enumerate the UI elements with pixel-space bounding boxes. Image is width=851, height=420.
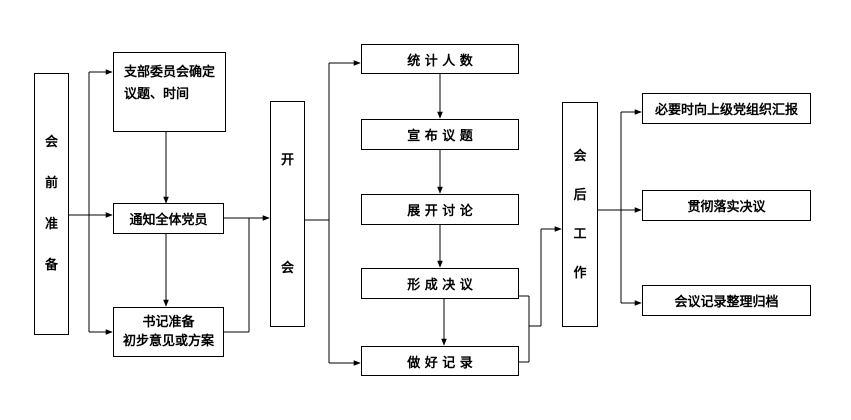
secretary-prepare-line2: 初步意见或方案 <box>122 334 214 349</box>
pre-meeting-char-3: 准 <box>44 217 58 232</box>
post-meeting-char-1: 会 <box>573 148 587 164</box>
record-label: 做 好 记 录 <box>407 355 473 371</box>
post-meeting-char-3: 工 <box>573 226 587 242</box>
archive-label: 会议记录整理归档 <box>674 295 779 310</box>
form-resolution-box: 形 成 决 议 <box>361 268 519 299</box>
pre-meeting-char-2: 前 <box>44 176 58 191</box>
report-superior-box: 必要时向上级党组织汇报 <box>642 93 811 124</box>
archive-box: 会议记录整理归档 <box>642 285 811 316</box>
secretary-prepare-line1: 书记准备 <box>142 315 195 330</box>
discuss-label: 展 开 讨 论 <box>407 204 473 219</box>
meeting-char-2: 会 <box>280 260 294 276</box>
post-meeting-box: 会 后 工 作 <box>562 102 598 327</box>
pre-meeting-char-4: 备 <box>44 258 58 273</box>
notify-members-box: 通知全体党员 <box>113 203 224 234</box>
count-people-label: 统 计 人 数 <box>407 53 473 69</box>
record-box: 做 好 记 录 <box>361 346 519 376</box>
implement-box: 贯彻落实决议 <box>642 190 811 221</box>
committee-decide-line1: 支部委员会确定 <box>124 65 216 80</box>
announce-topics-box: 宣 布 议 题 <box>361 119 519 150</box>
meeting-char-1: 开 <box>280 152 294 168</box>
pre-meeting-char-1: 会 <box>44 135 58 150</box>
committee-decide-box: 支部委员会确定 议题、时间 <box>113 52 226 132</box>
committee-decide-line2: 议题、时间 <box>124 87 190 102</box>
form-resolution-label: 形 成 决 议 <box>407 278 473 293</box>
count-people-box: 统 计 人 数 <box>361 44 519 74</box>
meeting-box: 开 会 <box>270 101 305 327</box>
implement-label: 贯彻落实决议 <box>687 200 766 215</box>
post-meeting-char-4: 作 <box>573 265 587 281</box>
report-superior-label: 必要时向上级党组织汇报 <box>654 103 798 118</box>
secretary-prepare-box: 书记准备 初步意见或方案 <box>113 307 224 357</box>
post-meeting-char-2: 后 <box>573 187 587 203</box>
notify-members-label: 通知全体党员 <box>129 213 208 228</box>
announce-topics-label: 宣 布 议 题 <box>407 129 473 144</box>
pre-meeting-box: 会 前 准 备 <box>34 73 69 335</box>
discuss-box: 展 开 讨 论 <box>361 194 519 225</box>
